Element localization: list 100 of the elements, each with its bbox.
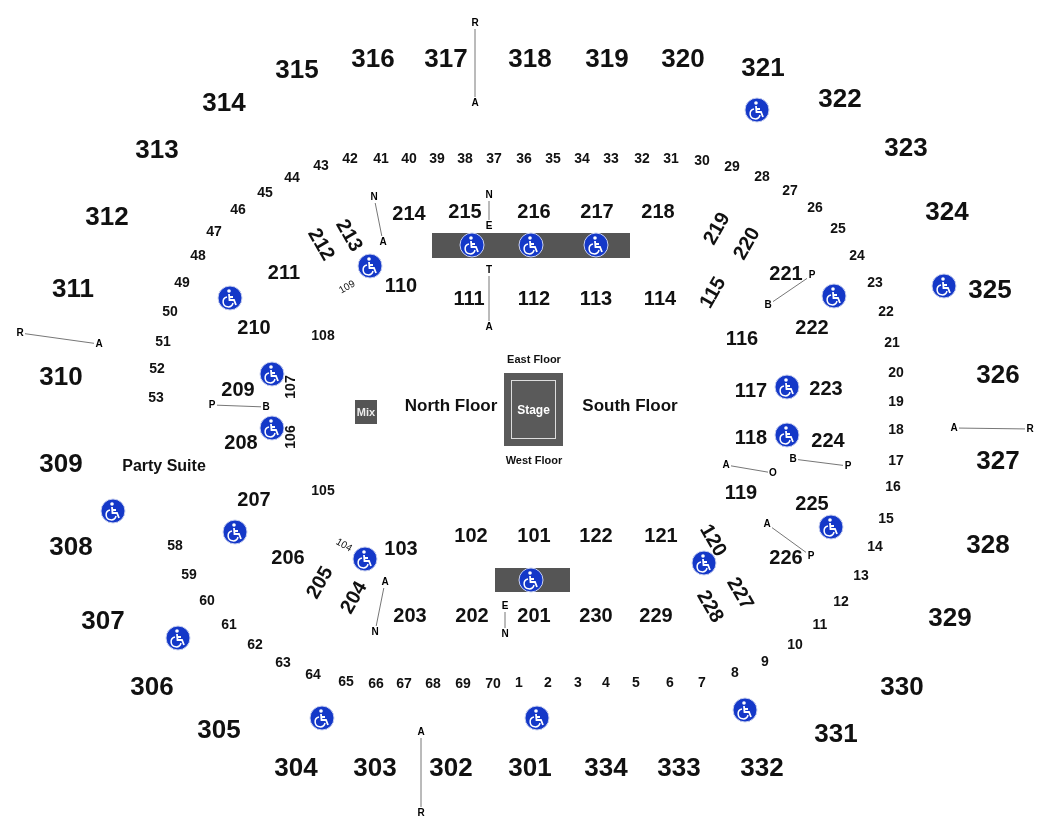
section-number: 70 bbox=[485, 676, 501, 690]
row-letter: A bbox=[484, 321, 494, 333]
section-number: 44 bbox=[284, 170, 300, 184]
section-number: 313 bbox=[135, 136, 179, 162]
row-letter: B bbox=[788, 453, 798, 465]
section-number: 65 bbox=[338, 674, 354, 688]
row-range-line bbox=[420, 737, 422, 808]
section-number: 116 bbox=[725, 328, 759, 348]
row-range-line bbox=[771, 527, 807, 553]
section-number: 108 bbox=[311, 328, 335, 342]
section-number: 5 bbox=[632, 675, 640, 689]
section-number: 9 bbox=[761, 654, 769, 668]
row-letter: T bbox=[484, 264, 494, 276]
section-number: 35 bbox=[545, 151, 561, 165]
section-number: 60 bbox=[199, 593, 215, 607]
section-number: 303 bbox=[353, 754, 397, 780]
section-number: 301 bbox=[508, 754, 552, 780]
row-letter: R bbox=[1025, 423, 1035, 435]
section-number: 221 bbox=[769, 263, 803, 283]
section-number: 26 bbox=[807, 200, 823, 214]
section-number: 67 bbox=[396, 676, 412, 690]
section-number: 15 bbox=[878, 511, 894, 525]
section-number: 66 bbox=[368, 676, 384, 690]
section-number: 314 bbox=[202, 89, 246, 115]
section-number: 312 bbox=[85, 203, 129, 229]
section-number: 306 bbox=[130, 673, 174, 699]
floor-area-label: North Floor bbox=[404, 396, 498, 416]
section-number: 63 bbox=[275, 655, 291, 669]
row-letter: A bbox=[721, 459, 731, 471]
section-number: 59 bbox=[181, 567, 197, 581]
row-range-line bbox=[374, 202, 383, 237]
section-number: 6 bbox=[666, 675, 674, 689]
row-range-line bbox=[504, 611, 506, 629]
section-number: 310 bbox=[39, 363, 83, 389]
section-number: 107 bbox=[283, 375, 297, 399]
section-number: 17 bbox=[888, 453, 904, 467]
section-number: 210 bbox=[237, 317, 271, 337]
row-range-line bbox=[772, 277, 808, 303]
section-number: 203 bbox=[393, 605, 427, 625]
row-range-line bbox=[730, 465, 769, 473]
row-letter: A bbox=[94, 338, 104, 350]
row-letter: E bbox=[500, 600, 510, 612]
section-number: 52 bbox=[149, 361, 165, 375]
section-number: 20 bbox=[888, 365, 904, 379]
row-letter: P bbox=[806, 550, 816, 562]
row-letter: B bbox=[763, 299, 773, 311]
section-number: 30 bbox=[694, 153, 710, 167]
section-number: 320 bbox=[661, 45, 705, 71]
section-number: 302 bbox=[429, 754, 473, 780]
section-number: 28 bbox=[754, 169, 770, 183]
row-letter: A bbox=[949, 422, 959, 434]
section-number: 22 bbox=[878, 304, 894, 318]
section-number: 11 bbox=[812, 617, 828, 631]
row-letter: R bbox=[470, 17, 480, 29]
row-letter: A bbox=[416, 726, 426, 738]
row-letter: B bbox=[261, 401, 271, 413]
section-number: 64 bbox=[305, 667, 321, 681]
row-range-line bbox=[375, 587, 385, 627]
section-number: 222 bbox=[795, 317, 829, 337]
section-number: 211 bbox=[267, 262, 301, 282]
section-number: 121 bbox=[644, 525, 678, 545]
section-number: 16 bbox=[885, 479, 901, 493]
section-number: 118 bbox=[734, 427, 768, 447]
section-number: 58 bbox=[167, 538, 183, 552]
row-letter: R bbox=[15, 327, 25, 339]
section-number: 226 bbox=[769, 547, 803, 567]
floor-area-label: East Floor bbox=[507, 353, 561, 367]
section-number: 327 bbox=[976, 447, 1020, 473]
section-number: 209 bbox=[221, 379, 255, 399]
row-letter: P bbox=[207, 399, 217, 411]
section-number: 115 bbox=[695, 273, 729, 311]
section-number: 46 bbox=[230, 202, 246, 216]
section-number: 4 bbox=[602, 675, 610, 689]
section-number: 68 bbox=[425, 676, 441, 690]
section-number: 230 bbox=[579, 605, 613, 625]
section-number: 42 bbox=[342, 151, 358, 165]
section-number: 69 bbox=[455, 676, 471, 690]
row-range-line bbox=[216, 404, 262, 408]
row-letter: N bbox=[484, 189, 494, 201]
section-number: 3 bbox=[574, 675, 582, 689]
section-number: 45 bbox=[257, 185, 273, 199]
section-number: 23 bbox=[867, 275, 883, 289]
section-number: 122 bbox=[579, 525, 613, 545]
row-letter: A bbox=[470, 97, 480, 109]
row-range-line bbox=[958, 427, 1026, 430]
section-number: 326 bbox=[976, 361, 1020, 387]
section-number: 18 bbox=[888, 422, 904, 436]
row-letter: P bbox=[843, 460, 853, 472]
section-number: 1 bbox=[515, 675, 523, 689]
section-number: 50 bbox=[162, 304, 178, 318]
section-number: 305 bbox=[197, 716, 241, 742]
section-number: 49 bbox=[174, 275, 190, 289]
row-range-line bbox=[488, 275, 490, 322]
section-number: 331 bbox=[814, 720, 858, 746]
row-letter: N bbox=[500, 628, 510, 640]
section-number: 207 bbox=[237, 489, 271, 509]
section-number: 53 bbox=[148, 390, 164, 404]
section-number: 330 bbox=[880, 673, 924, 699]
section-number: 333 bbox=[657, 754, 701, 780]
section-number: 229 bbox=[639, 605, 673, 625]
